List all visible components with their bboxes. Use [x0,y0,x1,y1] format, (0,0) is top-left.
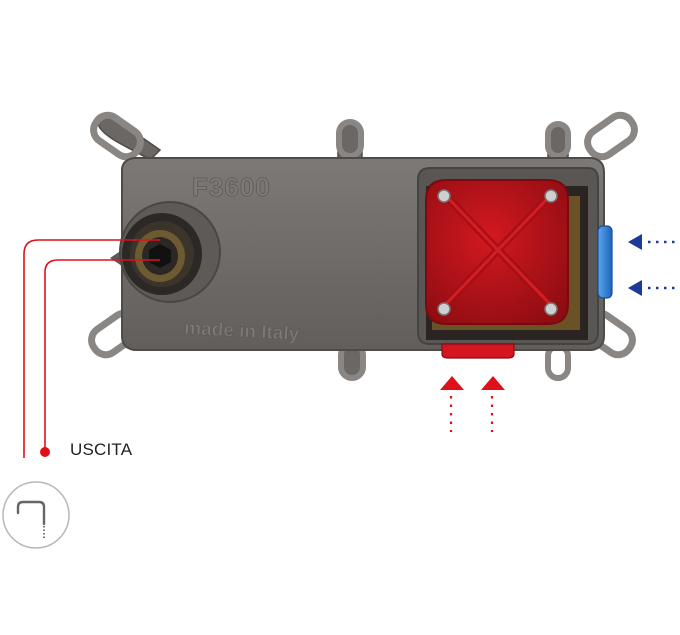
outlet-dot [40,447,50,457]
arrow-up-icon [440,376,464,390]
model-text: F3600 [192,172,271,202]
arrow-up-icon [481,376,505,390]
outlet-port [119,201,221,303]
outlet-label: USCITA [70,440,133,459]
arrow-left-icon [628,280,642,296]
hex-socket [149,244,171,268]
cold-inlet-connector [597,225,613,299]
outlet-indicator-lines [23,239,160,458]
cartridge-housing [417,167,599,345]
spout-icon [2,481,70,549]
hot-inlet-connector [441,343,515,359]
cartridge-screws [437,189,558,316]
cold-inlet-arrows [628,234,680,296]
hot-inlet-arrows [440,376,505,432]
arrow-left-icon [628,234,642,250]
